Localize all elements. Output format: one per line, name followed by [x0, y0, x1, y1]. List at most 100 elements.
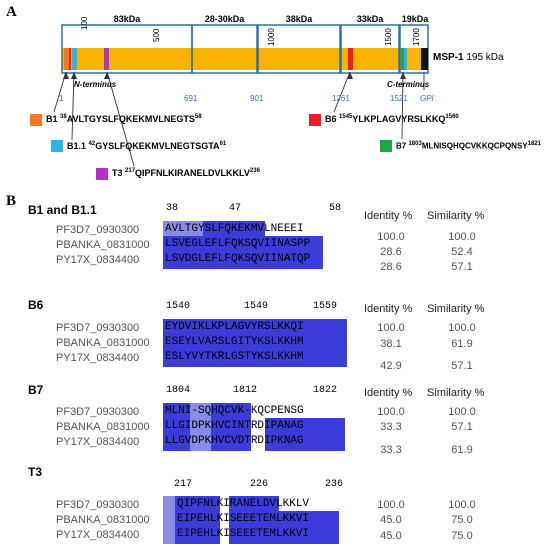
legend-b1: B1 38AVLTGYSLFQKEKMVLNEGTS58 — [46, 114, 202, 124]
epitope-mark-b1-edge — [69, 48, 71, 70]
identity-b6-1: 38.1 — [380, 338, 402, 350]
seq-name-b1-2: PY17X_0834400 — [56, 254, 140, 266]
num-t3-mid: 226 — [250, 479, 269, 490]
seq-name-b6-0: PF3D7_0930300 — [56, 322, 140, 334]
domain-label-83: 83kDa — [113, 14, 141, 24]
n-terminus-label: N-terminus — [74, 80, 117, 89]
shade-b7-2 — [211, 403, 251, 451]
identity-t3-1: 45.0 — [380, 514, 402, 526]
epitope-mark-b6 — [348, 48, 353, 70]
shade-b6-1 — [163, 319, 207, 367]
legend-swatch-b7 — [380, 140, 392, 152]
legend-b6: B6 1545YLKPLAGVYRSLKKQ1560 — [325, 114, 459, 124]
similarity-b6-1: 61.9 — [451, 338, 473, 350]
identity-header-b6: Identity % — [364, 303, 413, 315]
identity-t3-2: 45.0 — [380, 530, 402, 542]
protein-name: MSP-1 — [433, 52, 464, 63]
similarity-b7-0: 100.0 — [448, 406, 476, 418]
seq-b7-1: LLGIDPKHVCINTRDIPANAG — [165, 420, 304, 432]
seq-name-b1-1: PBANKA_0831000 — [56, 239, 150, 251]
similarity-t3-1: 75.0 — [451, 514, 473, 526]
identity-b1-1: 28.6 — [380, 246, 402, 258]
c-terminus-label: C-terminus — [387, 80, 430, 89]
identity-b1-2: 28.6 — [380, 261, 402, 273]
num-b7-mid: 1812 — [233, 385, 258, 396]
msp1-domain-diagram — [53, 24, 429, 167]
similarity-header-b6: Similarity % — [427, 303, 485, 315]
gpi-anchor — [421, 48, 428, 70]
seq-name-t3-2: PY17X_0834400 — [56, 529, 140, 541]
legend-swatch-t3 — [96, 168, 108, 180]
shade-b1-light — [163, 221, 203, 236]
domain-box-38 — [257, 24, 341, 74]
identity-b7-0: 100.0 — [377, 406, 405, 418]
identity-b7-1: 33.3 — [380, 421, 402, 433]
seq-b7-2: LLGVDPKHVCVDTRDIPKNAG — [165, 435, 304, 447]
legend-b1-1: B1.1 42GYSLFQKEKMVLNEGTSGTA61 — [67, 141, 227, 151]
similarity-header-b7: Similarity % — [427, 387, 485, 399]
domain-label-28-30: 28-30kDa — [204, 14, 245, 24]
similarity-b7-2: 61.9 — [451, 444, 473, 456]
seq-name-b7-2: PY17X_0834400 — [56, 436, 140, 448]
position-901: 901 — [250, 94, 264, 103]
similarity-b6-2: 57.1 — [451, 360, 473, 372]
section-title-b6: B6 — [28, 298, 44, 312]
similarity-b1-1: 52.4 — [451, 246, 473, 258]
shade-b6-2 — [207, 319, 271, 367]
protein-bar — [62, 48, 428, 70]
legend-swatch-b6 — [309, 114, 321, 126]
similarity-b1-0: 100.0 — [448, 231, 476, 243]
legend-b7: B7 1803MLNISQHQCVKKQCPQNSY1821 — [396, 141, 541, 151]
identity-b6-0: 100.0 — [377, 322, 405, 334]
section-title-t3: T3 — [28, 465, 43, 479]
shade-b7-1 — [163, 403, 190, 451]
identity-header-b1: Identity % — [364, 210, 413, 222]
seq-t3-1: EIPEHLKISEEETEMLKKVI — [177, 513, 310, 525]
gpi-label: GPI — [420, 94, 434, 103]
identity-t3-0: 100.0 — [377, 499, 405, 511]
seq-b6-1: ESEYLVARSLGITYKSLKKHM — [165, 336, 304, 348]
protein-label: MSP-1 195 kDa — [433, 52, 504, 63]
panel-a-label: A — [6, 4, 17, 20]
epitope-mark-t3 — [104, 48, 109, 70]
shade-b1-2 — [203, 221, 265, 269]
epitope-mark-b1-1 — [72, 48, 77, 70]
seq-t3-2: EIPEHLKISEEETEMLKKVI — [177, 528, 310, 540]
similarity-b6-0: 100.0 — [448, 322, 476, 334]
num-b7-start: 1804 — [166, 385, 191, 396]
identity-b7-2: 33.3 — [380, 444, 402, 456]
identity-b6-2: 42.9 — [380, 360, 402, 372]
shade-t3-1 — [175, 496, 220, 544]
shade-t3-3 — [279, 511, 339, 544]
seq-b6-2: ESLYVYTKRLGSTYKSLKKHM — [165, 351, 304, 363]
legend-t3: T3 217QIPFNLKIRANELDVLKKLV236 — [112, 168, 260, 178]
domain-label-33: 33kDa — [356, 14, 384, 24]
num-b6-end: 1559 — [313, 301, 338, 312]
seq-b1-1: LSVEGLEFLFQKSQVIINASPP — [165, 238, 311, 250]
similarity-b1-2: 57.1 — [451, 261, 473, 273]
epitope-mark-b7 — [401, 48, 406, 70]
shade-b1-3 — [265, 236, 323, 269]
shade-t3-light — [163, 496, 175, 544]
seq-b7-0: MLNI-SQHQCVK-KQCPENSG — [165, 405, 304, 417]
seq-b1-2: LSVDGLEFLFQKSQVIINATQP — [165, 253, 311, 265]
seq-b6-0: EYDVIKLKPLAGVYRSLKKQI — [165, 321, 304, 333]
shade-b7-light — [190, 403, 211, 451]
position-1261: 1261 — [332, 94, 350, 103]
domain-label-38: 38kDa — [285, 14, 313, 24]
seq-b1-0: AVLTGYSLFQKEKMVLNEEEI — [165, 223, 304, 235]
similarity-header-b1: Similarity % — [427, 210, 485, 222]
num-b1-end: 58 — [329, 203, 342, 214]
similarity-t3-2: 75.0 — [451, 530, 473, 542]
shade-b1-1 — [163, 236, 203, 269]
position-691: 691 — [184, 94, 198, 103]
position-1: 1 — [59, 94, 64, 103]
section-title-b7: B7 — [28, 383, 44, 397]
seq-name-b1-0: PF3D7_0930300 — [56, 224, 140, 236]
seq-name-b7-1: PBANKA_0831000 — [56, 421, 150, 433]
num-b6-start: 1540 — [166, 301, 191, 312]
seq-name-b6-2: PY17X_0834400 — [56, 352, 140, 364]
section-title-b1: B1 and B1.1 — [28, 203, 97, 217]
identity-b1-0: 100.0 — [377, 231, 405, 243]
